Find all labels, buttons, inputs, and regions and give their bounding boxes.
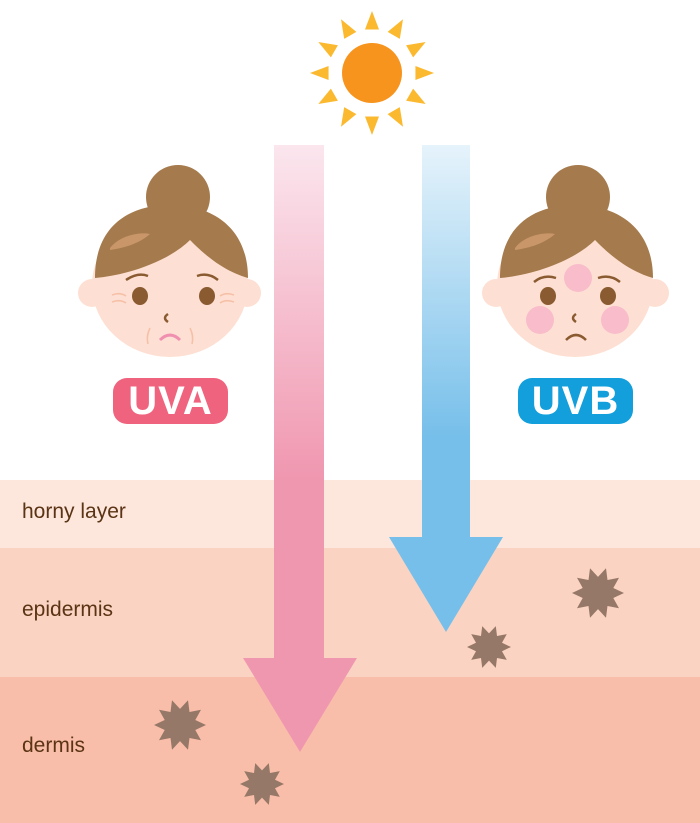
dermis-label: dermis: [22, 734, 86, 757]
sun-ray: [387, 107, 403, 127]
sun-ray: [310, 65, 329, 81]
epidermis-label: epidermis: [22, 598, 114, 621]
sun-ray: [364, 11, 380, 30]
melanin-spot: [467, 626, 511, 668]
horny-layer-band: [0, 480, 700, 548]
sun-ray: [387, 19, 403, 39]
sun-ray: [406, 42, 426, 58]
melanin-spot: [240, 763, 284, 805]
uva-badge: UVA: [113, 378, 228, 424]
epidermis-band: [0, 548, 700, 677]
sun-icon: [310, 11, 434, 135]
uvb-badge: UVB: [518, 378, 633, 424]
sun-ray: [341, 19, 357, 39]
melanin-spot: [154, 700, 206, 750]
dermis-band: [0, 677, 700, 823]
sun-ray: [406, 88, 426, 104]
uva-arrow: [243, 145, 357, 752]
sun-ray: [364, 116, 380, 135]
uvb-arrow: [389, 145, 503, 632]
uva-face-wrinkled: [78, 165, 261, 357]
uvb-face-sunburned: [482, 165, 669, 357]
sun-ray: [341, 107, 357, 127]
melanin-spot: [572, 568, 624, 618]
sun-ray: [318, 88, 338, 104]
sun-ray: [415, 65, 434, 81]
sun-ray: [318, 42, 338, 58]
horny-layer-label: horny layer: [22, 500, 126, 523]
